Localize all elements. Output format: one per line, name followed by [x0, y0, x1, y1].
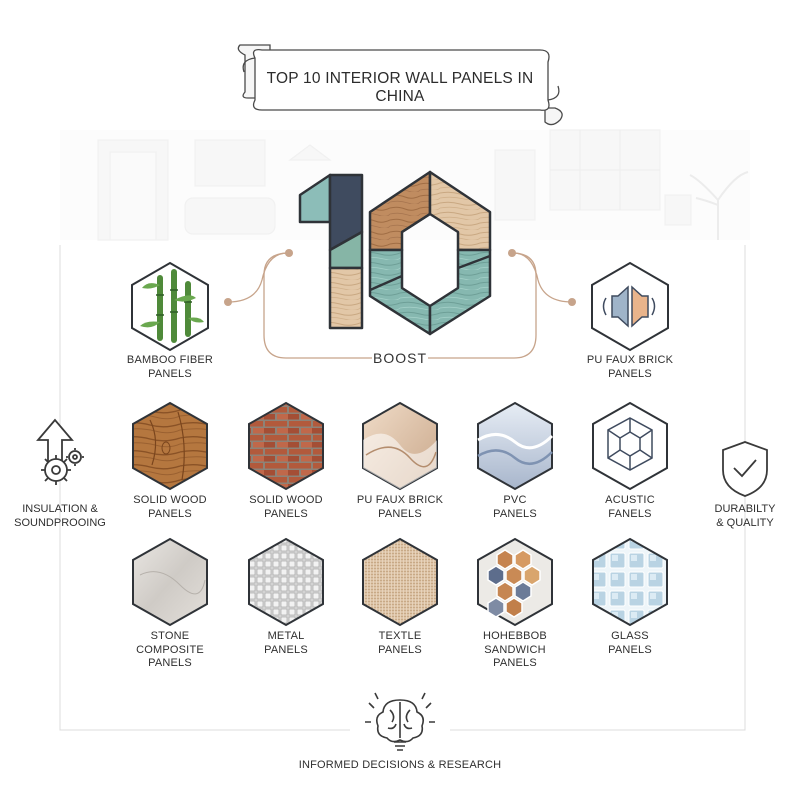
background-room [60, 129, 750, 241]
banner-ribbon [237, 44, 563, 126]
acoustic-diffuser-hexagon [592, 401, 668, 491]
insulation-label: INSULATION & SOUNDPROOING [14, 503, 106, 529]
number-one-icon [298, 173, 364, 330]
shield-check-icon [722, 441, 768, 497]
boost-label: BOOST [372, 350, 427, 366]
panel-label-metal: METAL PANELS [264, 630, 308, 656]
glass-block-hexagon [592, 537, 668, 627]
frame-lines [59, 245, 746, 731]
speaker-sound-icon [591, 261, 669, 352]
metal-mesh-hexagon [248, 537, 324, 627]
arrow-gears-icon [36, 418, 84, 485]
banner-title: TOP 10 INTERIOR WALL PANELS IN CHINA [266, 70, 534, 105]
panel-label-solid-wood: SOLID WOOD PANELS [133, 494, 207, 520]
boost-connectors [227, 252, 573, 359]
connector-dots [224, 249, 576, 306]
panel-label-honeycomb: HOHEBBOB SANDWICH PANELS [483, 630, 547, 669]
brain-bulb-icon [365, 692, 435, 751]
solid-wood-hexagon [132, 401, 208, 491]
featured-left-label: BAMBOO FIBER PANELS [126, 354, 214, 380]
durability-label: DURABILTY & QUALITY [714, 503, 776, 529]
stone-hexagon [132, 537, 208, 627]
pvc-wave-hexagon [477, 401, 554, 491]
wave-marble-hexagon [362, 401, 438, 491]
textile-weave-hexagon [362, 537, 438, 627]
panel-label-solid-wood-brick: SOLID WOOD PANELS [249, 494, 323, 520]
panel-label-glass: GLASS PANELS [608, 630, 652, 656]
informed-decisions-label: INFORMED DECISIONS & RESEARCH [298, 759, 502, 771]
bamboo-icon [131, 261, 209, 352]
number-zero-icon [368, 170, 492, 336]
brick-hexagon [248, 401, 324, 491]
panel-label-acoustic: ACUSTIC FANELS [605, 494, 655, 520]
featured-right-label: PU FAUX BRICK PANELS [586, 354, 674, 380]
panel-label-stone: STONE COMPOSITE PANELS [136, 630, 204, 669]
honeycomb-hexagon [477, 537, 553, 627]
panel-label-textile: TEXTLE PANELS [378, 630, 422, 656]
panel-label-pvc: PVC PANELS [493, 494, 537, 520]
panel-label-pu-faux-brick: PU FAUX BRICK PANELS [356, 494, 444, 520]
